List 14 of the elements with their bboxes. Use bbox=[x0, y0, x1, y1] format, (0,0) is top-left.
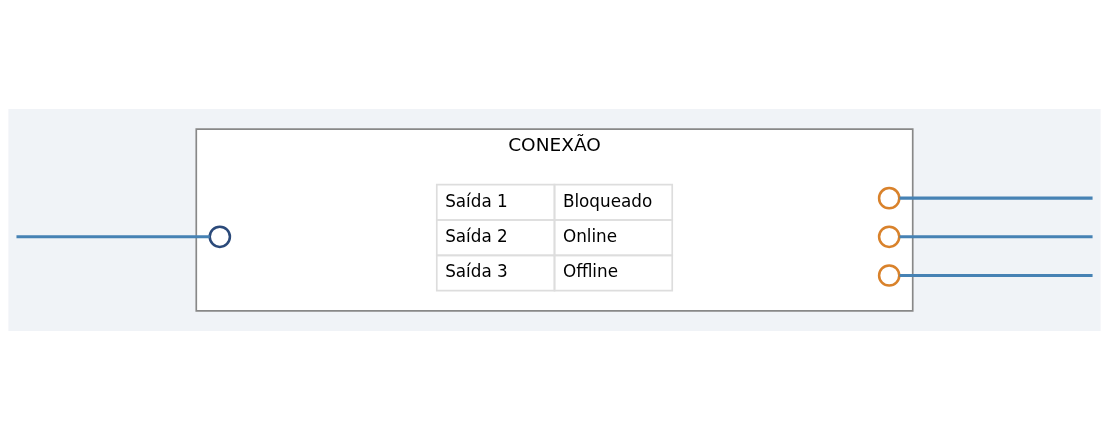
label: Bloqueado bbox=[562, 190, 653, 211]
connector bbox=[899, 196, 1093, 200]
connector bbox=[899, 234, 1093, 238]
connector bbox=[899, 273, 1093, 277]
node-circle bbox=[877, 186, 901, 209]
label: Saída 1 bbox=[445, 190, 508, 211]
label: Online bbox=[562, 225, 618, 246]
node-circle bbox=[208, 224, 232, 248]
node-circle bbox=[877, 224, 901, 248]
label: Saída 2 bbox=[445, 225, 508, 246]
connector bbox=[16, 234, 210, 238]
node-circle bbox=[877, 263, 901, 287]
label: Saída 3 bbox=[445, 260, 508, 281]
label: Offline bbox=[562, 260, 619, 281]
